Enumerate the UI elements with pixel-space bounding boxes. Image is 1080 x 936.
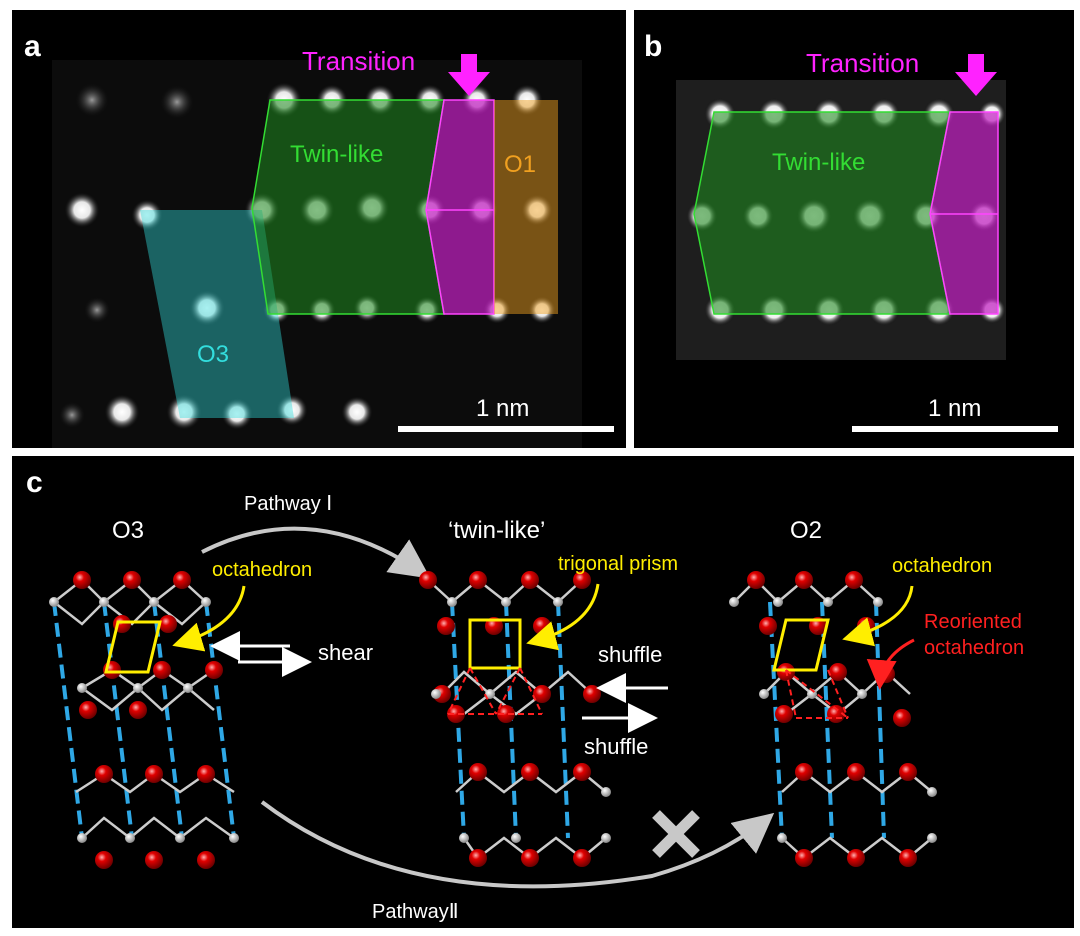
octahedron-label-2: octahedron xyxy=(892,555,992,577)
twin-like-title: ‘twin-like’ xyxy=(448,517,545,544)
panel-a-canvas: a Transition Twin-like O1 O3 1 nm xyxy=(24,30,614,448)
o1-label: O1 xyxy=(504,151,536,178)
panel-letter: a xyxy=(24,30,41,63)
blocked-x-icon xyxy=(652,810,700,858)
twin-like-region xyxy=(251,99,445,315)
o3-structure xyxy=(49,571,239,869)
o3-region xyxy=(140,210,294,418)
o2-title: O2 xyxy=(790,517,822,544)
shuffle-label-1: shuffle xyxy=(598,642,662,667)
transition-arrow-icon xyxy=(955,54,997,96)
trigonal-prism-arrow xyxy=(526,583,600,651)
transition-label: Transition xyxy=(806,48,919,78)
octahedron-label-1: octahedron xyxy=(212,559,312,581)
octahedron-arrow-1 xyxy=(172,585,246,652)
panel-c: c O3 ‘twin-like’ O2 Pathway Ⅰ xyxy=(12,456,1074,928)
pathway-2-label: PathwayⅡ xyxy=(372,901,459,923)
transition-label: Transition xyxy=(302,46,415,76)
twin-like-region xyxy=(693,111,951,315)
scale-label: 1 nm xyxy=(928,395,981,422)
shuffle-label-2: shuffle xyxy=(584,734,648,759)
panel-b-canvas: b Transition Twin-like 1 nm xyxy=(644,30,1058,432)
pathway-1-label: Pathway Ⅰ xyxy=(244,493,332,515)
scale-label: 1 nm xyxy=(476,395,529,422)
pathway-1-arrow xyxy=(201,526,431,579)
transition-arrow-icon xyxy=(448,54,490,96)
panel-letter: b xyxy=(644,30,662,63)
shear-label: shear xyxy=(318,640,373,665)
transition-region xyxy=(425,99,495,315)
pathway-2-arrow xyxy=(260,800,775,889)
reoriented-label-line2: octahedron xyxy=(924,637,1024,659)
scale-bar xyxy=(852,426,1058,432)
octahedron-arrow-2 xyxy=(842,585,914,647)
transition-region xyxy=(929,111,999,315)
o3-title: O3 xyxy=(112,517,144,544)
o2-structure xyxy=(729,571,937,867)
reoriented-label-line1: Reoriented xyxy=(924,611,1022,633)
panel-a: a Transition Twin-like O1 O3 1 nm xyxy=(12,10,626,448)
o1-region xyxy=(494,100,558,314)
panel-b: b Transition Twin-like 1 nm xyxy=(634,10,1074,448)
o3-label: O3 xyxy=(197,341,229,368)
twin-like-label: Twin-like xyxy=(290,141,383,168)
twin-like-label: Twin-like xyxy=(772,149,865,176)
scale-bar xyxy=(398,426,614,432)
trigonal-prism-label: trigonal prism xyxy=(558,553,678,575)
reoriented-arrow xyxy=(866,638,915,690)
panel-letter: c xyxy=(26,466,43,499)
panel-c-canvas: c O3 ‘twin-like’ O2 Pathway Ⅰ xyxy=(26,466,1024,923)
